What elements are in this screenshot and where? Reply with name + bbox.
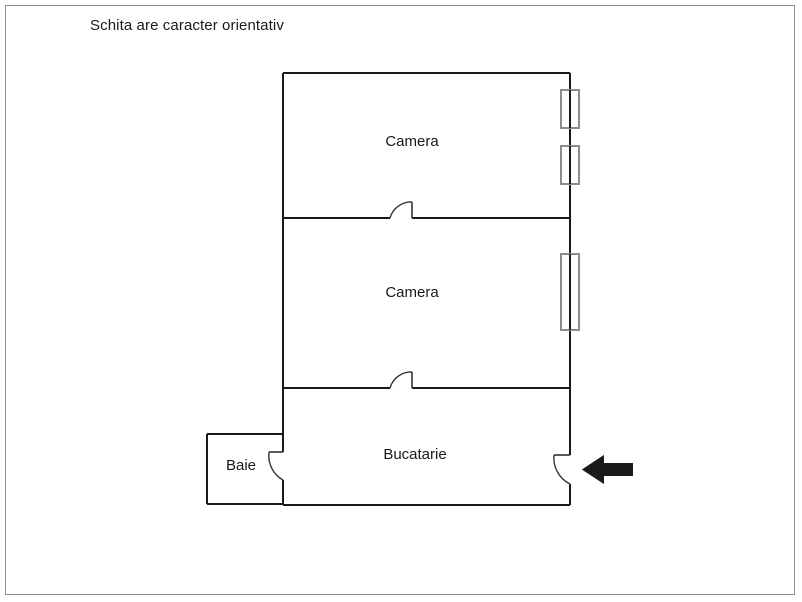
door-camera-top bbox=[389, 201, 413, 219]
door-swing-arc bbox=[268, 451, 284, 481]
interior-walls bbox=[283, 217, 570, 389]
room-label-baie: Baie bbox=[226, 457, 256, 474]
door-entrance bbox=[553, 454, 571, 485]
entrance-arrow bbox=[582, 455, 633, 484]
page-border bbox=[5, 5, 795, 595]
baie-outline bbox=[206, 433, 283, 505]
door-camera-middle bbox=[389, 371, 413, 389]
door-swing-arc bbox=[389, 371, 413, 389]
door-baie bbox=[268, 451, 284, 481]
room-label-bucatarie: Bucatarie bbox=[383, 446, 446, 463]
door-swing-arc bbox=[389, 201, 413, 219]
room-label-camera-middle: Camera bbox=[385, 284, 439, 301]
page-title: Schita are caracter orientativ bbox=[90, 17, 284, 34]
room-label-camera-top: Camera bbox=[385, 133, 439, 150]
door-swing-arc bbox=[553, 454, 571, 485]
